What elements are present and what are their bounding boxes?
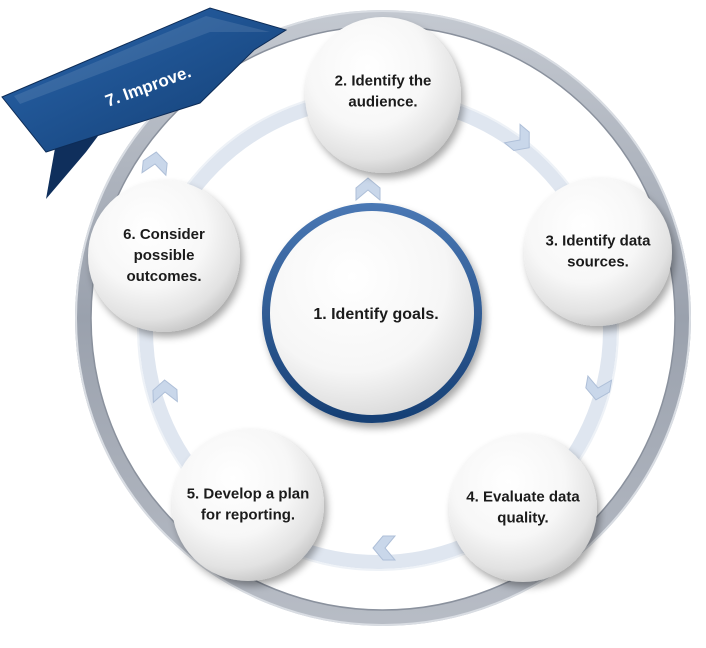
step-consider-outcomes: 6. Consider possible outcomes. (88, 180, 240, 332)
improve-banner: 7. Improve. (1, 7, 288, 199)
step-circle (305, 17, 461, 173)
direction-chevron (152, 379, 178, 404)
step-label: 2. Identify the audience. (335, 73, 432, 111)
label-line: 5. Develop a plan (187, 486, 310, 503)
step-identify-sources: 3. Identify data sources. (524, 178, 672, 326)
label-line: audience. (348, 94, 417, 111)
label-line: quality. (497, 510, 548, 527)
direction-chevron (503, 123, 530, 152)
label-line: 3. Identify data (545, 233, 651, 250)
banner-shine (14, 16, 270, 104)
label-line: 1. Identify goals. (313, 306, 438, 323)
direction-chevron (585, 374, 613, 401)
label-line: 2. Identify the (335, 73, 432, 90)
label-line: for reporting. (201, 507, 295, 524)
step-circle (172, 429, 324, 581)
step-label: 5. Develop a plan for reporting. (187, 486, 310, 524)
step-evaluate-quality: 4. Evaluate data quality. (449, 434, 597, 582)
label-line: 4. Evaluate data (466, 489, 580, 506)
label-line: 6. Consider (123, 226, 205, 243)
step-label: 4. Evaluate data quality. (466, 489, 580, 527)
label-line: sources. (567, 254, 629, 271)
step-identify-audience: 2. Identify the audience. (305, 17, 461, 173)
step-circle (524, 178, 672, 326)
step-circle (449, 434, 597, 582)
direction-chevron (355, 177, 381, 202)
step-circle (88, 180, 240, 332)
direction-chevron (372, 535, 397, 561)
chevron-group (141, 123, 613, 561)
label-line: outcomes. (126, 268, 201, 285)
center-node (262, 203, 482, 423)
outer-ring-highlight (75, 10, 691, 626)
step-label: 3. Identify data sources. (545, 233, 651, 271)
step-develop-plan: 5. Develop a plan for reporting. (172, 429, 324, 581)
center-label: 1. Identify goals. (313, 306, 438, 323)
direction-chevron (141, 151, 168, 177)
label-line: possible (134, 247, 195, 264)
step-label: 6. Consider possible outcomes. (123, 226, 205, 285)
banner-body (1, 7, 288, 153)
step-nodes: 2. Identify the audience. 3. Identify data… (88, 17, 672, 582)
